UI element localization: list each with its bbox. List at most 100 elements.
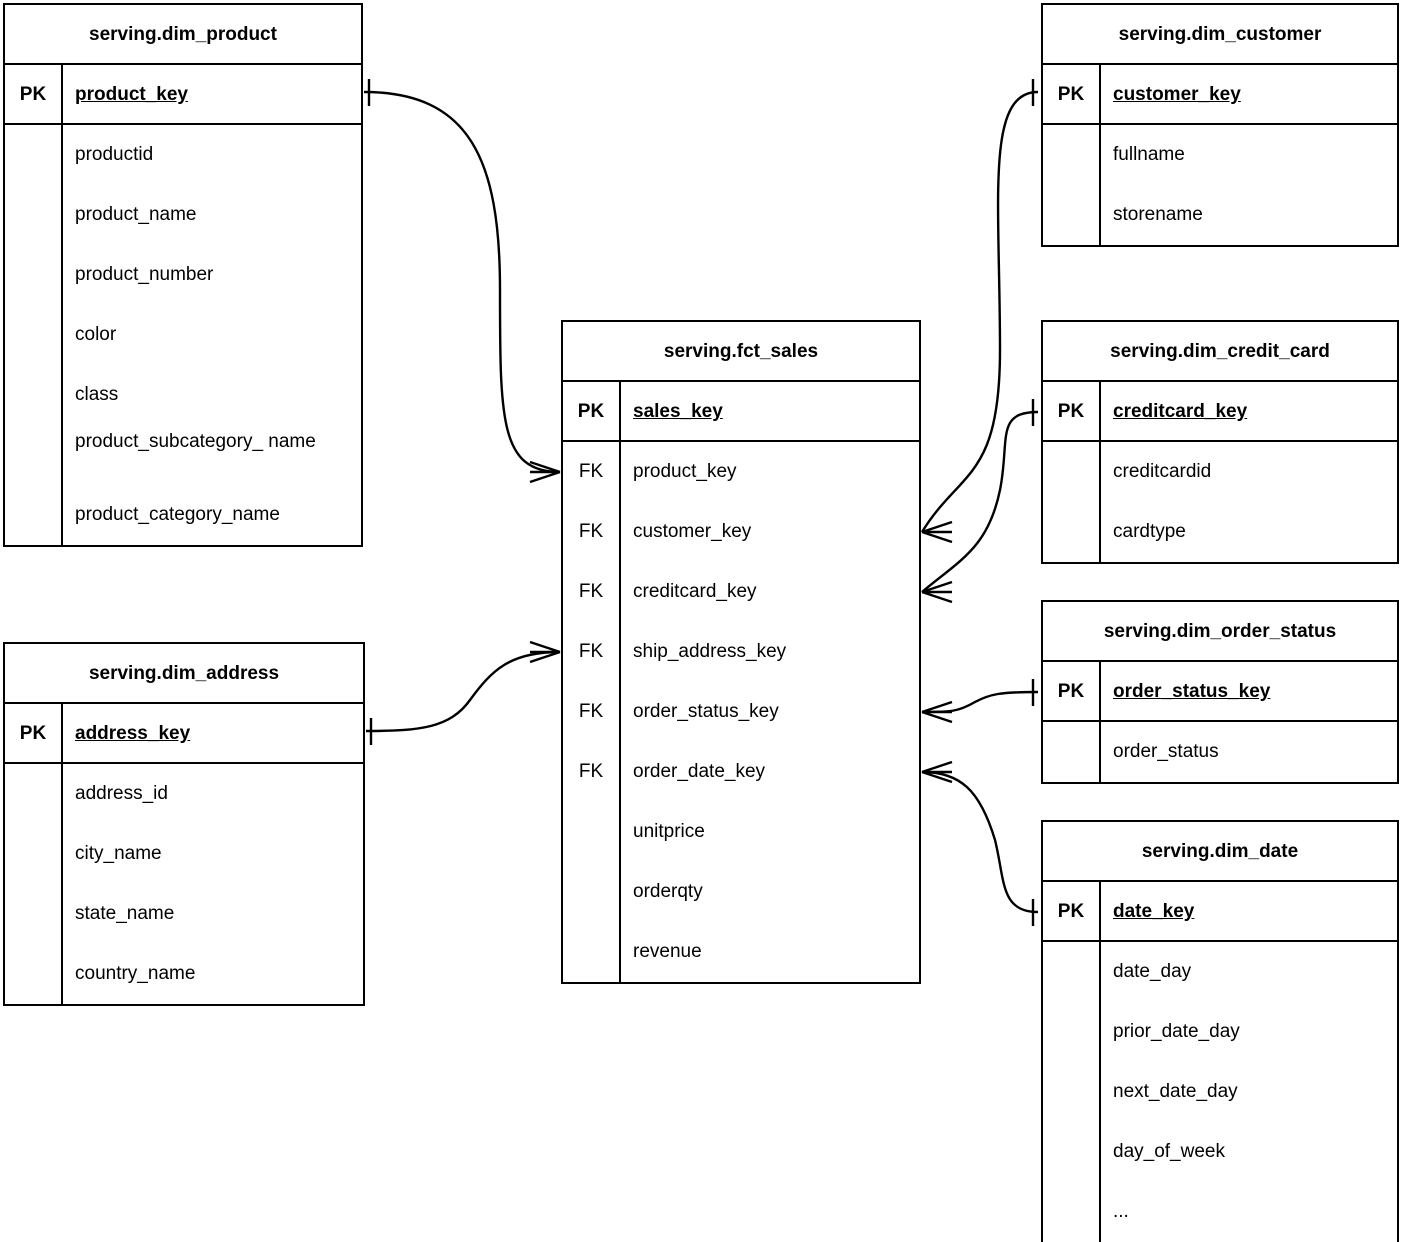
relationship-date-sales xyxy=(921,760,1039,926)
attribute-row: product_number xyxy=(75,264,214,285)
fk-field-ship-address-key: ship_address_key xyxy=(633,641,787,662)
attributes-fct-sales: FK FK FK FK FK FK product_key customer_k… xyxy=(563,442,919,982)
attribute-row: address_id xyxy=(75,783,168,804)
key-spacer xyxy=(563,862,619,922)
attribute-row: date_day xyxy=(1113,961,1192,982)
pk-badge: PK xyxy=(1057,681,1085,702)
key-column-empty xyxy=(1043,942,1101,1242)
pk-row-dim-order-status: PK order_status_key xyxy=(1043,662,1397,722)
fk-badge: FK xyxy=(578,461,604,482)
entity-title-dim-date: serving.dim_date xyxy=(1043,822,1397,882)
crowsfoot-sales-customer xyxy=(921,520,953,544)
crowsfoot-sales-date xyxy=(921,760,953,784)
entity-title-fct-sales: serving.fct_sales xyxy=(563,322,919,382)
attribute-row: creditcardid xyxy=(1113,461,1212,482)
key-spacer xyxy=(5,944,61,1004)
pk-field-address-key: address_key xyxy=(75,723,191,744)
field-column: product_key customer_key creditcard_key … xyxy=(621,442,919,982)
attributes-dim-product: productid product_name product_number co… xyxy=(5,125,361,545)
key-spacer xyxy=(1043,125,1099,185)
key-spacer xyxy=(5,365,61,425)
key-spacer xyxy=(1043,1122,1099,1182)
attribute-row: productid xyxy=(75,144,154,165)
key-spacer xyxy=(5,245,61,305)
field-column: creditcard_key xyxy=(1101,382,1397,440)
pk-row-fct-sales: PK sales_key xyxy=(563,382,919,442)
pk-field-sales-key: sales_key xyxy=(633,401,723,422)
pk-field-date-key: date_key xyxy=(1113,901,1195,922)
attribute-row: unitprice xyxy=(633,821,705,842)
key-spacer xyxy=(5,764,61,824)
key-spacer xyxy=(5,485,61,545)
field-column: customer_key xyxy=(1101,65,1397,123)
entity-fct-sales[interactable]: serving.fct_sales PK sales_key FK FK FK … xyxy=(561,320,921,984)
key-column-empty xyxy=(5,125,63,545)
field-column: date_key xyxy=(1101,882,1397,940)
key-column-empty xyxy=(5,764,63,1004)
key-spacer xyxy=(1043,722,1099,782)
attribute-row: state_name xyxy=(75,903,175,924)
entity-dim-date[interactable]: serving.dim_date PK date_key date_day pr… xyxy=(1041,820,1399,1242)
fk-badge: FK xyxy=(578,761,604,782)
pk-badge: PK xyxy=(19,723,47,744)
crowsfoot-sales-creditcard xyxy=(921,580,953,604)
attribute-row: revenue xyxy=(633,941,702,962)
key-spacer xyxy=(5,305,61,365)
pk-row-dim-credit-card: PK creditcard_key xyxy=(1043,382,1397,442)
key-spacer xyxy=(5,884,61,944)
attribute-row: city_name xyxy=(75,843,162,864)
attribute-row: cardtype xyxy=(1113,521,1186,542)
field-column: date_day prior_date_day next_date_day da… xyxy=(1101,942,1397,1242)
attribute-row: storename xyxy=(1113,204,1203,225)
attribute-row: day_of_week xyxy=(1113,1141,1225,1162)
relationship-customer-sales xyxy=(920,79,1039,544)
field-column: order_status_key xyxy=(1101,662,1397,720)
pk-row-dim-date: PK date_key xyxy=(1043,882,1397,942)
pk-badge: PK xyxy=(1057,901,1085,922)
key-spacer xyxy=(1043,185,1099,245)
entity-dim-customer[interactable]: serving.dim_customer PK customer_key ful… xyxy=(1041,3,1399,247)
pk-field-product-key: product_key xyxy=(75,84,188,105)
fk-badge: FK xyxy=(578,521,604,542)
key-column: PK xyxy=(5,704,63,762)
key-column-empty xyxy=(1043,722,1101,782)
attributes-dim-credit-card: creditcardid cardtype xyxy=(1043,442,1397,562)
pk-field-order-status-key: order_status_key xyxy=(1113,681,1271,702)
pk-badge: PK xyxy=(19,84,47,105)
key-spacer xyxy=(563,802,619,862)
key-column: PK xyxy=(563,382,621,440)
entity-dim-address[interactable]: serving.dim_address PK address_key addre… xyxy=(3,642,365,1006)
fk-badge: FK xyxy=(578,581,604,602)
field-column: fullname storename xyxy=(1101,125,1397,245)
attribute-row: product_name xyxy=(75,204,197,225)
entity-dim-credit-card[interactable]: serving.dim_credit_card PK creditcard_ke… xyxy=(1041,320,1399,564)
attribute-row: color xyxy=(75,324,117,345)
attributes-dim-address: address_id city_name state_name country_… xyxy=(5,764,363,1004)
key-column: PK xyxy=(1043,382,1101,440)
key-column: PK xyxy=(1043,65,1101,123)
field-column: product_key xyxy=(63,65,361,123)
relationship-orderstatus-sales xyxy=(921,679,1039,724)
entity-dim-product[interactable]: serving.dim_product PK product_key produ… xyxy=(3,3,363,547)
fk-badge: FK xyxy=(578,641,604,662)
attribute-row: country_name xyxy=(75,963,196,984)
key-spacer xyxy=(1043,502,1099,562)
attribute-row: class xyxy=(75,384,119,405)
attributes-dim-date: date_day prior_date_day next_date_day da… xyxy=(1043,942,1397,1242)
key-column-fk: FK FK FK FK FK FK xyxy=(563,442,621,982)
attribute-row-ellipsis: ... xyxy=(1113,1201,1129,1222)
attribute-row: next_date_day xyxy=(1113,1081,1238,1102)
fk-field-order-status-key: order_status_key xyxy=(633,701,779,722)
crowsfoot-sales-address xyxy=(529,640,561,664)
fk-field-creditcard-key: creditcard_key xyxy=(633,581,757,602)
pk-row-dim-product: PK product_key xyxy=(5,65,361,125)
key-column-empty xyxy=(1043,125,1101,245)
entity-dim-order-status[interactable]: serving.dim_order_status PK order_status… xyxy=(1041,600,1399,784)
crowsfoot-sales-orderstatus xyxy=(921,700,953,724)
key-column: PK xyxy=(1043,882,1101,940)
field-column: sales_key xyxy=(621,382,919,440)
fk-badge: FK xyxy=(578,701,604,722)
field-column: address_id city_name state_name country_… xyxy=(63,764,363,1004)
fk-field-order-date-key: order_date_key xyxy=(633,761,766,782)
